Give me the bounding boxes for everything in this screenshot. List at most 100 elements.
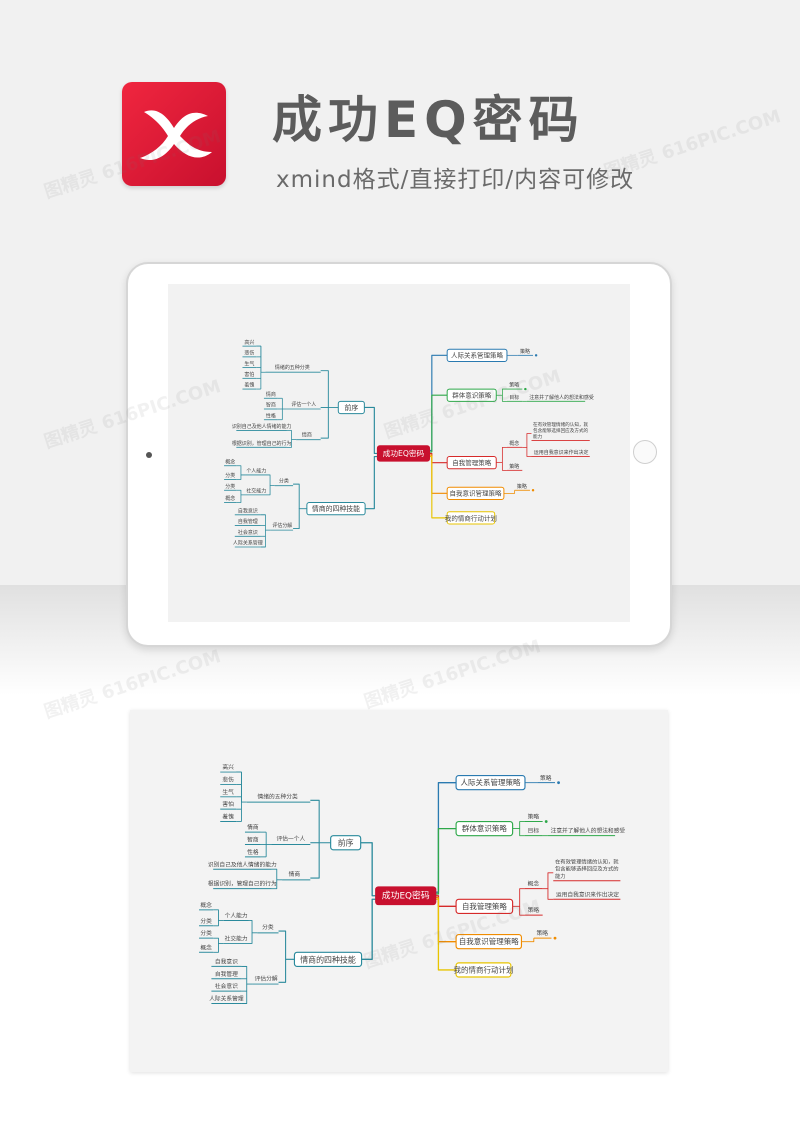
leaf-label: 性格 [266,412,276,419]
leaf-label: 生气 [244,360,254,367]
leaf-label: 分类 [200,929,212,937]
leaf-label: 性格 [247,848,259,856]
leaf-label: 情商 [266,391,276,398]
tablet-home-button [633,440,657,464]
leaf-label: 社会意识 [238,529,258,536]
branch-line [310,799,331,844]
branch-line [521,938,535,943]
leaf-label: 注意并了解他人的想法和感受 [529,394,594,401]
branch-line [496,388,507,396]
end-dot [531,489,535,492]
leaf-label: 策略 [520,348,530,355]
branch-line [542,872,554,890]
leaf-label: 情商 [247,823,259,831]
topic-label: 情商的四种技能 [312,504,360,513]
leaf-label: 策略 [528,906,540,914]
topic-label: 成功EQ密码 [382,890,430,902]
leaf-label: 自我管理 [215,970,238,978]
leaf-label: 注意并了解他人的想法和感受 [551,827,626,835]
strategy-node [455,820,514,837]
root-node [375,886,437,906]
topic-label: 情商的四种技能 [300,954,356,964]
leaf-label: 社交能力 [225,935,248,943]
branch-line [236,489,246,496]
branch-line [310,842,320,879]
leaf-label: 个人能力 [225,912,248,920]
branch-line [278,930,295,960]
leaf-label: 根据识别，管理自己的行为 [208,880,277,888]
leaf-label: 分类 [225,483,235,490]
group-label: 分类 [262,923,274,931]
leaf-label: 识别自己及他人情绪的能力 [232,423,292,430]
leaf-label: 生气 [222,788,234,796]
leaf-label: 羞愧 [222,813,234,821]
branch-line [248,920,258,934]
leaf-label: 目标 [509,394,519,401]
branch-line [435,827,457,895]
leaf-label: 高兴 [244,339,254,346]
topic-label: 自我意识管理策略 [450,489,503,498]
leaf-label: 识别自己及他人情绪的能力 [208,860,277,868]
topic-label: 前序 [338,838,354,848]
leaf-label: 策略 [528,813,540,821]
end-dot [524,387,527,391]
branch-line [501,462,507,471]
branch-line [267,485,271,496]
page-subtitle: xmind格式/直接打印/内容可修改 [276,167,635,193]
leaf-label: 高兴 [222,763,234,771]
end-dot [534,354,538,357]
leaf-label: 策略 [517,483,527,490]
leaf-label: 社会意识 [215,982,238,990]
branch-line [213,937,224,944]
leaf-label: 包含能够选择回应及方式的 [533,427,589,434]
branch-line [501,395,507,402]
branch-line [503,490,516,494]
leaf-label: 智商 [266,402,276,409]
branch-line [435,898,457,971]
branch-line [213,943,219,953]
group-label: 情绪的五种分类 [258,792,298,800]
leaf-label: 策略 [509,463,519,470]
leaf-label: 根据识别，管理自己的行为 [232,440,292,447]
mindmap-preview-tablet: 前序情商的四种技能情绪的五种分类评估一个人情商高兴悲伤生气害怕羞愧情商智商性格识… [224,339,594,548]
group-label: 情商 [289,870,301,878]
leaf-label: 运用自我意识来作出决定 [556,890,619,898]
group-label: 评估分解 [255,974,278,982]
branch-line [320,370,339,408]
branch-line [293,508,300,530]
leaf-label: 包含能够选择回应及方式的 [555,865,619,873]
root-node [376,445,431,462]
leaf-label: 自我意识 [215,957,238,965]
topic-label: 人际关系管理策略 [461,777,521,787]
end-dot [553,936,557,940]
branch-line [293,483,307,510]
leaf-label: 个人能力 [246,468,266,475]
leaf-label: 害怕 [244,371,254,378]
branch-line [519,906,525,916]
branch-line [236,494,242,503]
leaf-label: 分类 [225,472,235,479]
leaf-label: 策略 [540,774,552,782]
branch-line [286,430,297,441]
branch-line [363,406,378,455]
branch-line [236,474,242,480]
leaf-label: 目标 [528,827,540,835]
branch-line [512,888,525,907]
topic-label: 人际关系管理策略 [451,351,504,360]
strategy-node [455,898,514,914]
branch-line [248,932,253,944]
branch-line [278,959,287,983]
branch-line [236,465,246,476]
branch-line [361,898,376,960]
branch-line [429,455,448,519]
topic-label: 前序 [344,403,358,412]
leaf-label: 概念 [509,440,519,447]
branch-line [241,965,253,985]
leaf-label: 社交能力 [246,488,266,495]
topic-label: 群体意识策略 [462,823,507,833]
branch-line [320,407,329,439]
group-label: 情绪的五种分类 [275,364,310,371]
mindmap-preview-paper: 前序情商的四种技能情绪的五种分类评估一个人情商高兴悲伤生气害怕羞愧情商智商性格识… [199,763,626,1004]
branch-line [213,920,219,927]
group-label: 分类 [279,478,289,485]
